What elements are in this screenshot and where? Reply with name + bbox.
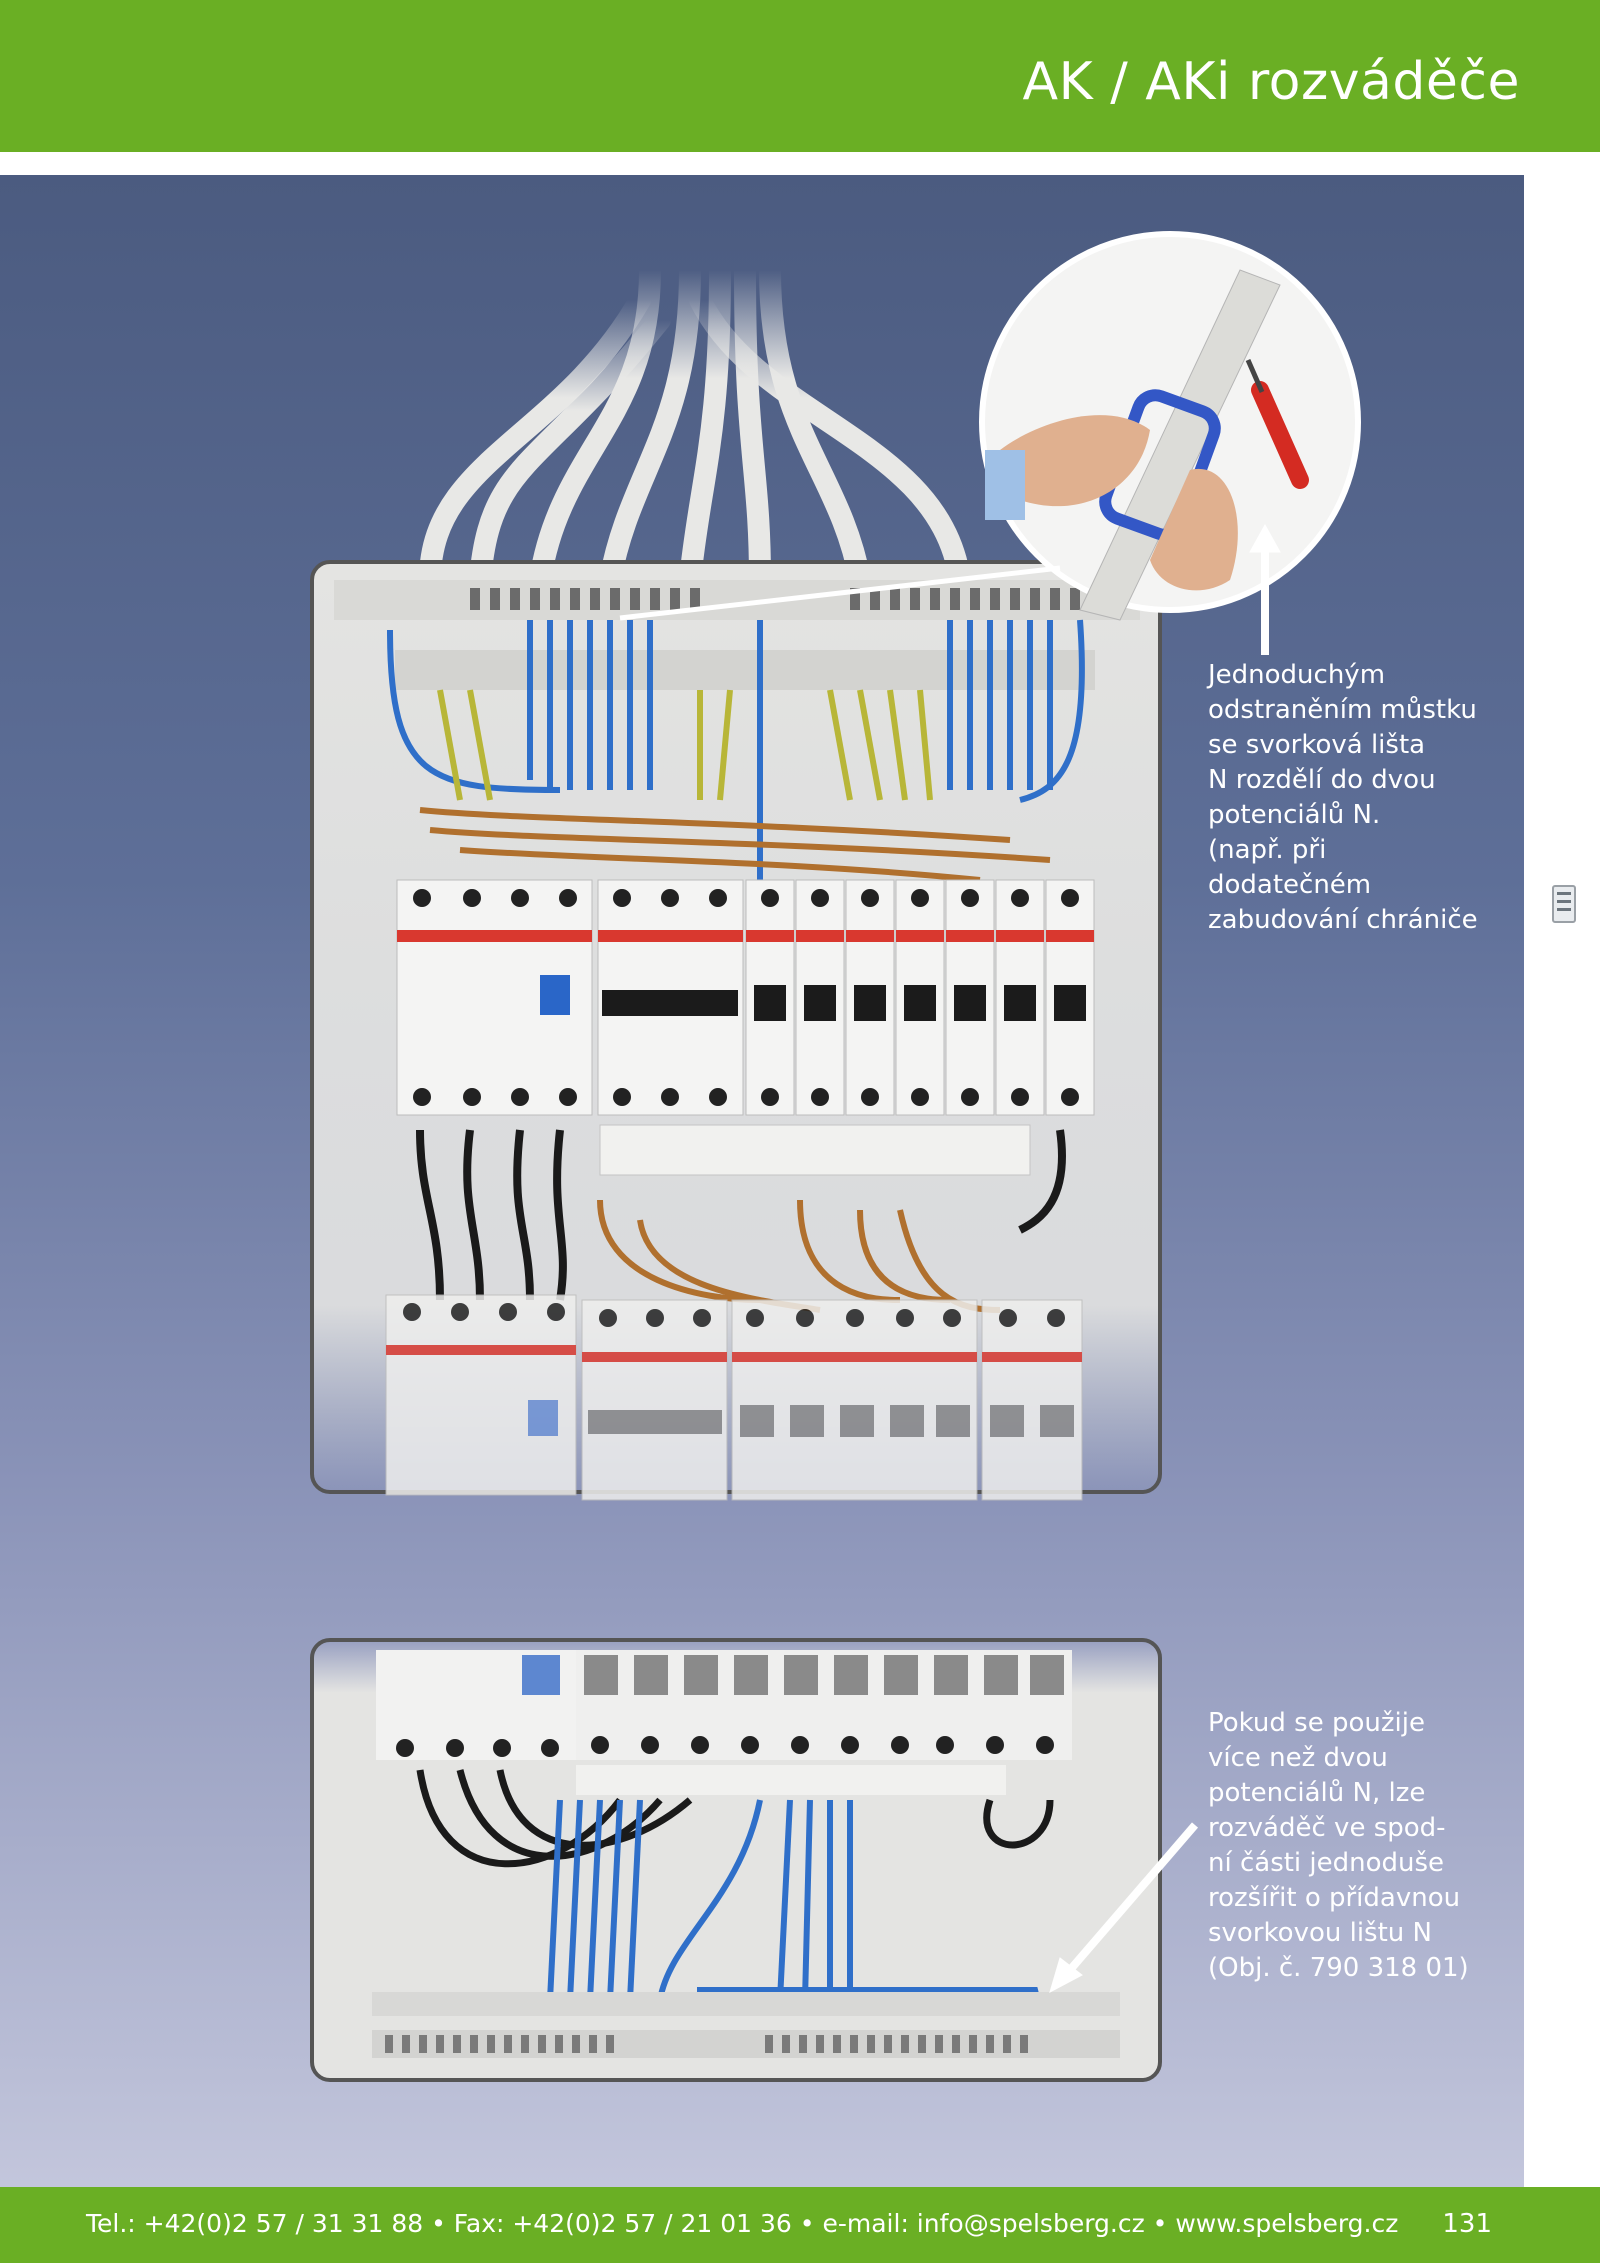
earth-wires (437, 689, 933, 801)
callout-top-line: (např. při (1208, 835, 1327, 865)
incoming-cables (419, 259, 971, 591)
arrow-diagonal-icon (1066, 1822, 1199, 1973)
black-wires (416, 1129, 1066, 1301)
callout-bottom-line: ní části jednoduše (1208, 1848, 1445, 1878)
callout-bottom-line: rozšířit o přídavnou (1208, 1883, 1461, 1913)
upper-enclosure (310, 560, 1162, 1501)
screwdriver-icon (1245, 358, 1309, 489)
neutral-wires (387, 619, 1085, 880)
callout-bottom-line: svorkovou lištu N (1208, 1918, 1432, 1948)
callout-bottom-line: více než dvou (1208, 1743, 1388, 1773)
pointer-lines (619, 523, 1281, 1993)
lower-enclosure (310, 1638, 1162, 2082)
callout-top: Jednoduchým odstraněním můstku se svorko… (1208, 658, 1488, 938)
callout-top-line: dodatečném (1208, 870, 1372, 900)
callout-top-line: potenciálů N. (1208, 800, 1381, 830)
callout-bottom-line: potenciálů N, lze (1208, 1778, 1426, 1808)
callout-top-line: Jednoduchým (1208, 660, 1386, 690)
detail-magnifier (979, 231, 1361, 621)
terminal-strip-top (470, 588, 1080, 610)
callout-bottom: Pokud se použije více než dvou potenciál… (1208, 1706, 1488, 1986)
arrow-diagonal-tip (1049, 1957, 1083, 1993)
page-footer: Tel.: +42(0)2 57 / 31 31 88 • Fax: +42(0… (0, 2187, 1600, 2263)
breaker-row-upper (396, 879, 1095, 1176)
page-title: AK / AKi rozváděče (1022, 52, 1520, 112)
page-number: 131 (1442, 2209, 1492, 2239)
callout-bottom-line: Pokud se použije (1208, 1708, 1425, 1738)
arrow-up-tip (1249, 523, 1281, 553)
callout-bottom-line: rozváděč ve spod- (1208, 1813, 1446, 1843)
side-tab (1524, 175, 1600, 2187)
page-header: AK / AKi rozváděče (0, 0, 1600, 152)
callout-top-line: N rozdělí do dvou (1208, 765, 1436, 795)
breaker-row-lower (385, 1294, 1083, 1501)
callout-bottom-line: (Obj. č. 790 318 01) (1208, 1953, 1469, 1983)
callout-top-line: odstraněním můstku (1208, 695, 1477, 725)
callout-top-line: se svorková lišta (1208, 730, 1426, 760)
footer-contact: Tel.: +42(0)2 57 / 31 31 88 • Fax: +42(0… (86, 2209, 1399, 2238)
distribution-board-icon (1552, 885, 1576, 923)
callout-top-line: zabudování chrániče (1208, 905, 1478, 935)
